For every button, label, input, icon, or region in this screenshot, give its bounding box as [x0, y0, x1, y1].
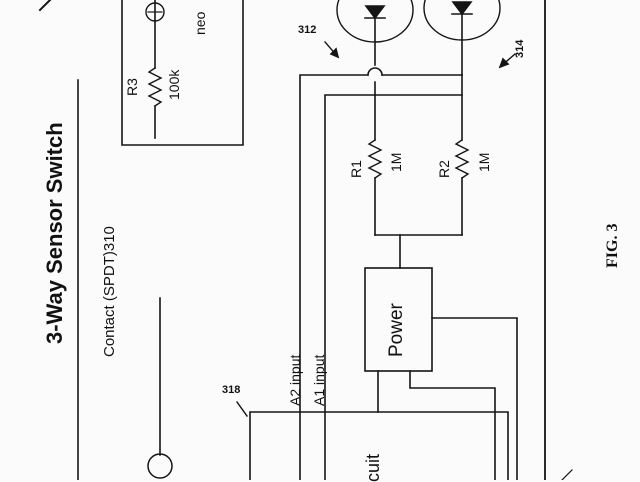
r3-box: [121, 0, 244, 146]
circuit-label: cuit: [363, 453, 383, 482]
neon-label: neo: [192, 11, 208, 35]
ref-318: 318: [222, 384, 241, 396]
r1-resistor: [367, 139, 383, 179]
r1-name: R1: [348, 160, 364, 178]
power-bottom-wire: [409, 370, 496, 480]
neon-lamp-symbol: [145, 2, 165, 22]
wire-a2-top: [299, 74, 369, 480]
contact-ref: 310: [101, 226, 118, 252]
r1-value: 1M: [388, 152, 404, 172]
arrow-bottom-right: [561, 469, 573, 480]
a2-input-label: A2 input: [287, 354, 303, 406]
arrow-318: [236, 401, 248, 417]
ref-312: 312: [298, 24, 317, 36]
r3-resistor: [147, 67, 163, 107]
a1-input-label: A1 input: [311, 354, 327, 406]
r3-name: R3: [124, 78, 140, 96]
led-314-diode: [451, 1, 473, 16]
r2-resistor: [454, 139, 470, 179]
power-box: [364, 267, 433, 372]
ref-314: 314: [514, 39, 526, 58]
arrow-314-head: [498, 57, 510, 69]
arrow-top-left: [38, 0, 52, 12]
contact-text: Contact (SPDT): [101, 251, 118, 357]
r2-value: 1M: [476, 152, 492, 172]
figure-label: FIG. 3: [604, 223, 621, 268]
contact-label: Contact (SPDT)310: [101, 226, 118, 357]
contact-circle: [147, 453, 173, 479]
led-312-diode: [364, 5, 386, 20]
r2-name: R2: [436, 160, 452, 178]
wire-a1-top: [324, 81, 376, 480]
wire-hop: [367, 67, 383, 76]
diagram-title: 3-Way Sensor Switch: [42, 122, 67, 344]
r3-value: 100k: [166, 69, 182, 100]
arrow-312-head: [329, 47, 340, 59]
power-label: Power: [386, 303, 407, 357]
power-right-wire: [431, 317, 518, 480]
circuit-box: [249, 411, 509, 480]
